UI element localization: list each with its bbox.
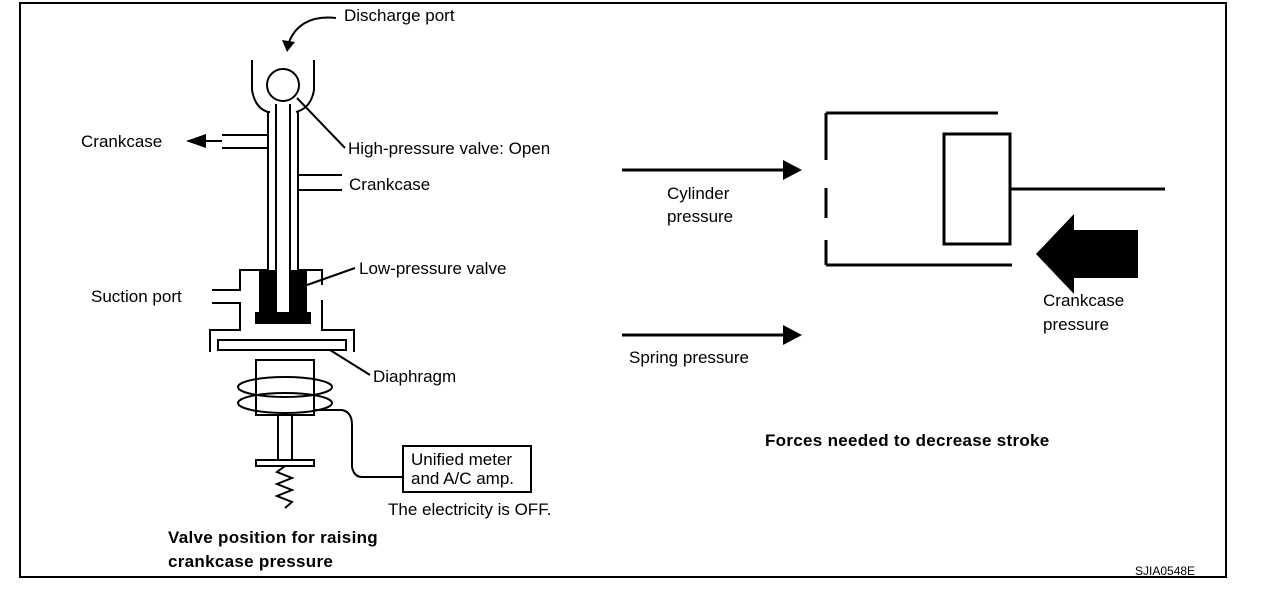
figure-id: SJIA0548E	[1135, 564, 1196, 578]
cylinder-pressure-line2: pressure	[667, 207, 734, 226]
piston	[942, 132, 1012, 246]
unified-meter-line2: and A/C amp.	[411, 469, 515, 488]
right-caption: Forces needed to decrease stroke	[765, 431, 1050, 450]
unified-meter-line1: Unified meter	[411, 450, 513, 469]
high-pressure-ball	[266, 68, 300, 102]
crankcase-pressure-arrow	[1036, 214, 1138, 294]
crankcase-pressure-line1: Crankcase	[1043, 291, 1125, 310]
solenoid-body	[255, 359, 315, 416]
spring-pressure-label: Spring pressure	[629, 348, 750, 367]
low-pressure-valve-label: Low-pressure valve	[359, 259, 507, 278]
electricity-label: The electricity is OFF.	[388, 500, 552, 519]
crankcase-right-label: Crankcase	[349, 175, 431, 194]
spring	[274, 465, 295, 509]
discharge-cup	[251, 60, 270, 113]
crankcase-left-label: Crankcase	[81, 132, 163, 151]
unified-meter-box: Unified meter and A/C amp.	[402, 445, 532, 493]
cylinder-pressure-line1: Cylinder	[667, 184, 730, 203]
diaphragm-plate	[217, 339, 347, 351]
left-caption-line1: Valve position for raising	[168, 528, 378, 547]
discharge-port-label: Discharge port	[344, 6, 455, 25]
left-caption-line2: crankcase pressure	[168, 552, 334, 571]
crankcase-pressure-line2: pressure	[1043, 315, 1110, 334]
diaphragm-label: Diaphragm	[373, 367, 457, 386]
suction-port-label: Suction port	[91, 287, 182, 306]
high-pressure-valve-label: High-pressure valve: Open	[348, 139, 551, 158]
discharge-port-pointer	[287, 16, 337, 46]
